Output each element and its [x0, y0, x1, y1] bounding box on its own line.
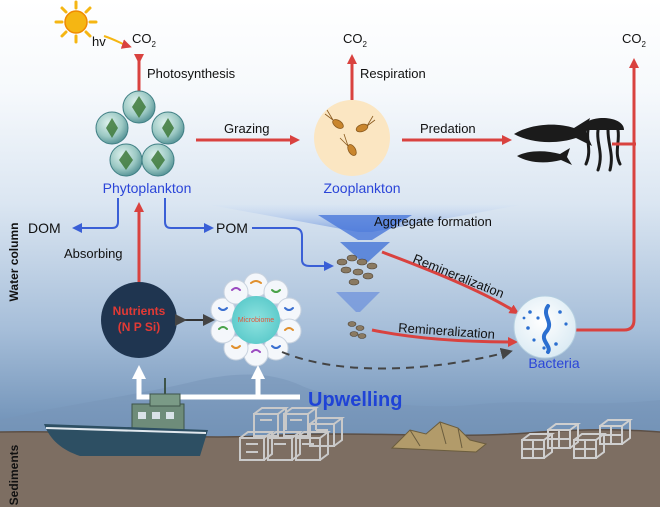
sun-icon [54, 0, 98, 44]
co2-label-bacteria: CO2 [622, 31, 647, 49]
artificial-reef-cubes-icon [239, 407, 345, 461]
hv-label: hv [92, 34, 106, 49]
aggregate-funnel-lower [318, 215, 412, 240]
absorbing-label: Absorbing [64, 246, 123, 261]
photosynthesis-label: Photosynthesis [147, 66, 236, 81]
grazing-label: Grazing [224, 121, 270, 136]
sediments-label: Sediments [7, 444, 21, 505]
phytoplankton-label: Phytoplankton [103, 180, 192, 196]
dom-arrow [72, 198, 119, 233]
co2-label-respiration: CO2 [343, 31, 368, 49]
zooplankton-label: Zooplankton [323, 180, 400, 196]
jellyfish-icon [582, 118, 624, 172]
water-column-label: Water column [7, 223, 21, 302]
aggregate-formation-label: Aggregate formation [374, 214, 492, 229]
nutrients-circle: Nutrients (N P Si) [101, 282, 177, 358]
ship-icon [44, 378, 208, 456]
pom-label: POM [216, 220, 248, 236]
aggregate-funnel-tip [340, 242, 390, 262]
predation-label: Predation [420, 121, 476, 136]
bacteria-label: Bacteria [528, 355, 580, 371]
sinking-funnel [336, 292, 380, 312]
nutrients-elements-label: (N P Si) [118, 320, 160, 334]
bacteria-co2-arrow [566, 58, 639, 332]
bacteria-icon [513, 295, 577, 359]
co2-label-photosynthesis: CO2 [132, 31, 157, 49]
artificial-reef-frames-icon [521, 419, 633, 459]
upwelling-label: Upwelling [308, 389, 402, 411]
pom-arrow-out [252, 227, 334, 271]
microbiome-bacteria-dashed-arrow [281, 347, 513, 370]
upwelling-arrow [132, 365, 300, 400]
microbiome-label: Microbiome [238, 317, 274, 324]
light-arrow [103, 35, 132, 49]
nutrients-label: Nutrients [113, 304, 166, 318]
sinking-particles-icon [347, 321, 367, 339]
remineralization-arrow-upper [381, 250, 520, 315]
pom-arrow-in [164, 198, 214, 233]
remineralization-label-lower: Remineralization [398, 320, 496, 342]
respiration-label: Respiration [360, 66, 426, 81]
zooplankton-icon [314, 100, 390, 176]
dom-label: DOM [28, 220, 61, 236]
fish-icon [514, 118, 592, 165]
remineralization-arrow-lower [371, 328, 518, 347]
rock-pile-icon [390, 421, 488, 453]
phytoplankton-icon [95, 90, 185, 177]
aggregate-particles-icon [336, 254, 378, 286]
microbiome-icon: Microbiome [210, 272, 302, 367]
